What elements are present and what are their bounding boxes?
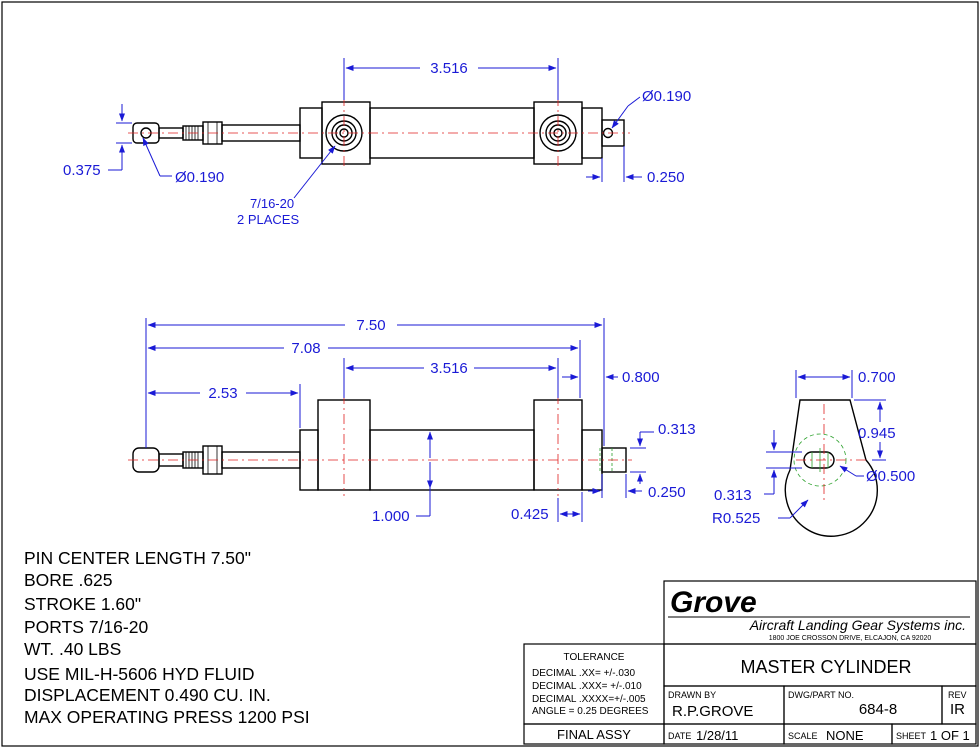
sheet-label: SHEET — [896, 731, 927, 741]
note-line: WT. .40 LBS — [24, 639, 121, 659]
dim-top-left-width: 0.375 — [63, 162, 101, 179]
tolerance-line: DECIMAL .XX= +/-.030 — [532, 668, 635, 679]
dim-side-overall: 7.50 — [356, 317, 385, 334]
end-view: 0.700 0.945 Ø0.500 0.313 R0.525 — [712, 369, 915, 537]
dim-side-0313: 0.313 — [658, 421, 696, 438]
final-assy: FINAL ASSY — [557, 727, 631, 742]
dim-side-253: 2.53 — [208, 385, 237, 402]
dim-end-0945: 0.945 — [858, 425, 896, 442]
scale-label: SCALE — [788, 731, 818, 741]
dim-side-0425: 0.425 — [511, 506, 549, 523]
dim-end-r0525: R0.525 — [712, 510, 760, 527]
drawn-by-label: DRAWN BY — [668, 690, 716, 700]
note-line: USE MIL-H-5606 HYD FLUID — [24, 664, 254, 684]
dim-top-center: 3.516 — [430, 60, 468, 77]
note-line: BORE .625 — [24, 570, 113, 590]
end-profile — [784, 399, 879, 537]
note-line: PIN CENTER LENGTH 7.50" — [24, 548, 251, 568]
top-view: 3.516 Ø0.190 0.375 Ø0.190 0.250 7/16-20 … — [63, 58, 691, 227]
tolerance-line: ANGLE = 0.25 DEGREES — [532, 706, 649, 717]
company-subtitle: Aircraft Landing Gear Systems inc. — [749, 617, 966, 633]
dim-side-1000: 1.000 — [372, 508, 410, 525]
company-address: 1800 JOE CROSSON DRIVE, ELCAJON, CA 9202… — [769, 635, 932, 642]
dim-top-hole-right: Ø0.190 — [642, 88, 691, 105]
general-notes: PIN CENTER LENGTH 7.50" BORE .625 STROKE… — [24, 548, 310, 727]
dim-side-0800: 0.800 — [622, 369, 660, 386]
dim-side-0250: 0.250 — [648, 484, 686, 501]
dim-end-0313: 0.313 — [714, 487, 752, 504]
dim-top-hole-left: Ø0.190 — [175, 169, 224, 186]
dim-port-label-2: 2 PLACES — [237, 212, 299, 227]
date-value: 1/28/11 — [696, 728, 738, 743]
dim-end-0700: 0.700 — [858, 369, 896, 386]
note-line: PORTS 7/16-20 — [24, 617, 148, 637]
rev-label: REV — [948, 690, 967, 700]
drawn-by-value: R.P.GROVE — [672, 703, 753, 720]
note-line: MAX OPERATING PRESS 1200 PSI — [24, 707, 310, 727]
drawing-title: MASTER CYLINDER — [740, 657, 911, 677]
tolerance-line: DECIMAL .XXXX=+/-.005 — [532, 694, 646, 705]
tolerance-line: DECIMAL .XXX= +/-.010 — [532, 681, 642, 692]
dim-port-label-1: 7/16-20 — [250, 196, 294, 211]
dim-top-right-offset: 0.250 — [647, 169, 685, 186]
dim-side-center: 3.516 — [430, 360, 468, 377]
sheet-value: 1 OF 1 — [930, 728, 970, 743]
dim-side-708: 7.08 — [291, 340, 320, 357]
rev-value: IR — [950, 701, 965, 718]
dwg-number: 684-8 — [859, 701, 897, 718]
title-block: Grove Aircraft Landing Gear Systems inc.… — [523, 580, 977, 745]
dim-end-0500: Ø0.500 — [866, 468, 915, 485]
date-label: DATE — [668, 731, 691, 741]
tolerance-title: TOLERANCE — [564, 652, 625, 663]
note-line: DISPLACEMENT 0.490 CU. IN. — [24, 685, 271, 705]
scale-value: NONE — [826, 728, 864, 743]
note-line: STROKE 1.60" — [24, 594, 141, 614]
side-view: 7.50 7.08 2.53 3.516 0.800 0.313 0. — [128, 317, 696, 525]
company-logo: Grove — [670, 586, 757, 619]
dwg-label: DWG/PART NO. — [788, 690, 854, 700]
